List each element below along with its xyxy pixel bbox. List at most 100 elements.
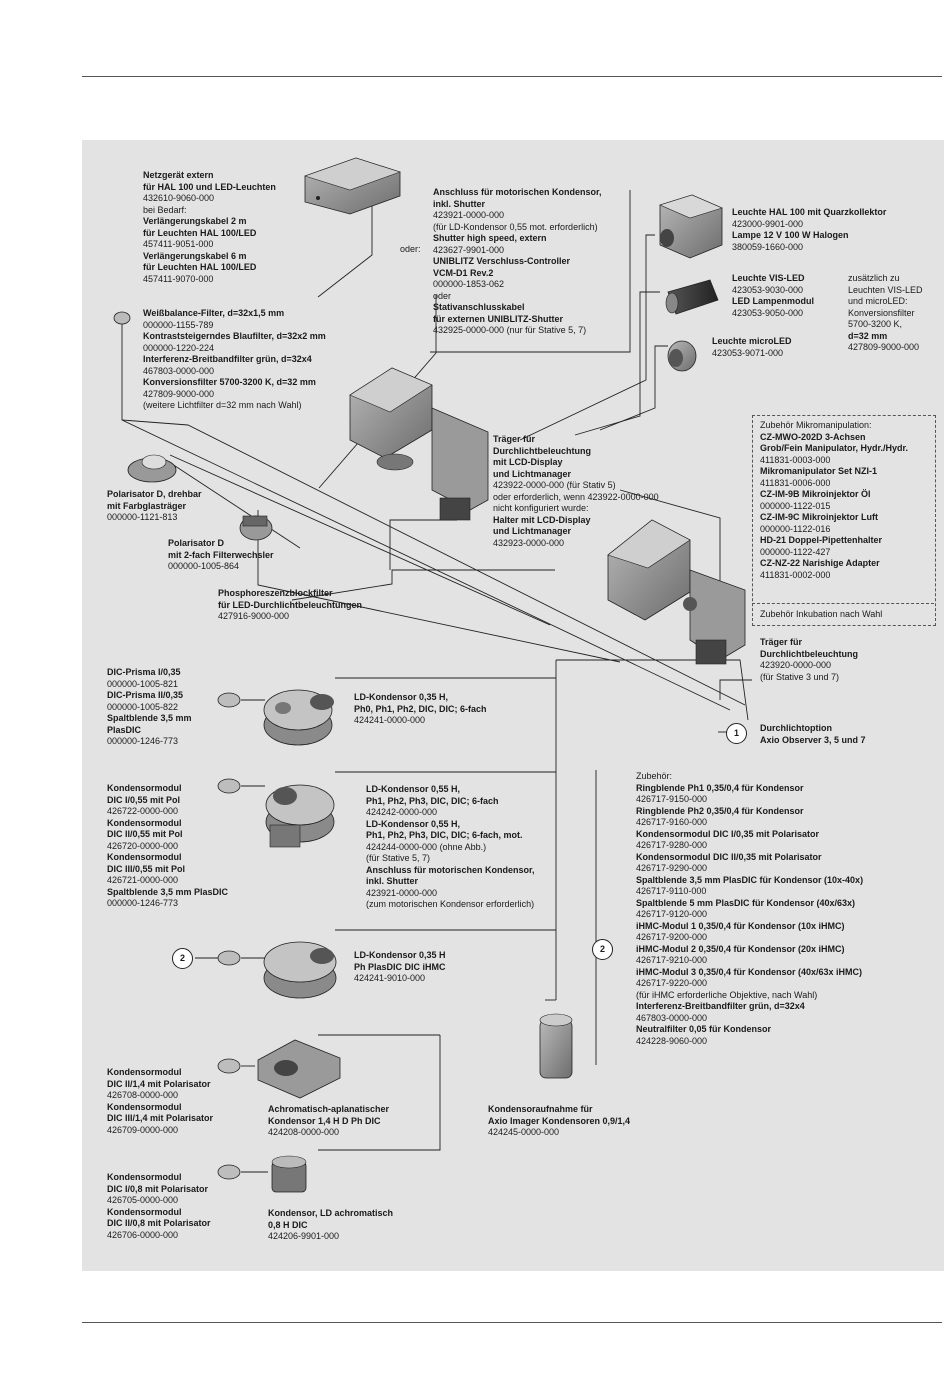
- text-line: Spaltblende 5 mm PlasDIC für Kondensor (…: [636, 897, 856, 908]
- text-line: für Leuchten HAL 100/LED: [143, 227, 257, 238]
- micromanipulation-list: Zubehör Mikromanipulation: CZ-MWO-202D 3…: [760, 420, 908, 581]
- text-line: Durchlichtoption: [760, 723, 832, 733]
- text-line: nicht konfiguriert wurde:: [493, 503, 589, 513]
- text-line: 426717-9290-000: [636, 863, 708, 873]
- text-line: 423921-0000-000: [433, 210, 505, 220]
- text-line: iHMC-Modul 2 0,35/0,4 für Kondensor (20x…: [636, 943, 845, 954]
- text-line: Mikromanipulator Set NZI-1: [760, 466, 878, 476]
- text-line: oder erforderlich, wenn 423922-0000-000: [493, 491, 659, 502]
- text-line: 000000-1246-773: [107, 736, 179, 746]
- text-line: 426706-0000-000: [107, 1229, 179, 1240]
- text-line: 423921-0000-000: [366, 887, 438, 898]
- text-line: mit 2-fach Filterwechsler: [168, 549, 274, 560]
- text-line: 424208-0000-000: [268, 1127, 340, 1137]
- text-line: 426722-0000-000: [107, 806, 179, 816]
- text-line: 000000-1853-062: [433, 279, 505, 289]
- text-line: 000000-1155-789: [143, 319, 214, 330]
- text-line: Kondensormodul: [107, 852, 182, 862]
- text-line: CZ-MWO-202D 3-Achsen: [760, 431, 866, 442]
- text-line: d=32 mm: [848, 330, 888, 341]
- text-line: 424244-0000-000 (ohne Abb.): [366, 841, 487, 852]
- text-line: 423053-9071-000: [712, 347, 784, 358]
- text-line: Zubehör:: [636, 771, 673, 781]
- text-line: und Lichtmanager: [493, 468, 572, 479]
- text-line: 426717-9280-000: [636, 840, 708, 850]
- text-line: Kondensoraufnahme für: [488, 1104, 593, 1114]
- text-line: oder: [433, 290, 452, 301]
- text-line: 423922-0000-000 (für Stativ 5): [493, 480, 616, 490]
- text-line: CZ-NZ-22 Narishige Adapter: [760, 558, 880, 568]
- text-line: 424241-9010-000: [354, 973, 426, 983]
- footer-rule: [82, 1322, 942, 1323]
- micromanipulation-accessory-box: [752, 415, 936, 626]
- text-line: Kontraststeigerndes Blaufilter, d=32x2 m…: [143, 331, 326, 341]
- text-line: Kondensormodul: [107, 1206, 182, 1217]
- text-line: CZ-IM-9B Mikroinjektor Öl: [760, 489, 871, 499]
- text-line: 411831-0003-000: [760, 454, 831, 465]
- text-line: Träger für: [760, 637, 803, 647]
- text-line: Netzgerät extern: [143, 170, 214, 180]
- text-line: für Leuchten HAL 100/LED: [143, 262, 257, 272]
- text-line: Ringblende Ph2 0,35/0,4 für Kondensor: [636, 805, 804, 816]
- text-line: 000000-1122-427: [760, 546, 831, 557]
- text-line: 000000-1121-813: [107, 512, 178, 522]
- text-line: LD-Kondensor 0,55 H,: [366, 784, 461, 794]
- text-line: iHMC-Modul 3 0,35/0,4 für Kondensor (40x…: [636, 966, 863, 977]
- text-line: 432923-0000-000: [493, 537, 565, 548]
- text-line: Ph0, Ph1, Ph2, DIC, DIC; 6-fach: [354, 703, 487, 714]
- text-line: DIC II/0,55 mit Pol: [107, 829, 183, 839]
- text-line: LD-Kondensor 0,35 H: [354, 950, 446, 960]
- text-line: 424242-0000-000: [366, 807, 438, 817]
- text-line: 000000-1220-224: [143, 342, 215, 353]
- text-line: Kondensor 1,4 H D Ph DIC: [268, 1115, 381, 1126]
- text-line: Halter mit LCD-Display: [493, 514, 591, 525]
- text-line: und microLED:: [848, 296, 908, 306]
- text-line: mit LCD-Display: [493, 457, 563, 467]
- text-line: Axio Observer 3, 5 und 7: [760, 734, 866, 745]
- or-label: oder:: [400, 244, 421, 254]
- text-line: 000000-1005-864: [168, 561, 240, 571]
- text-line: 426717-9110-000: [636, 886, 707, 896]
- text-line: 424206-9901-000: [268, 1231, 340, 1241]
- text-line: DIC II/1,4 mit Polarisator: [107, 1078, 211, 1089]
- text-line: 426717-9160-000: [636, 817, 708, 827]
- text-line: Polarisator D: [168, 538, 225, 548]
- text-line: 380059-1660-000: [732, 241, 804, 252]
- text-line: Anschluss für motorischen Kondensor,: [433, 187, 602, 197]
- text-line: Spaltblende 3,5 mm PlasDIC für Kondensor…: [636, 874, 864, 885]
- text-line: (zum motorischen Kondensor erforderlich): [366, 899, 535, 909]
- text-line: 426717-9220-000: [636, 978, 708, 988]
- callout-1: 1: [726, 723, 747, 744]
- text-line: inkl. Shutter: [433, 198, 486, 209]
- text-line: Träger für: [493, 434, 536, 444]
- text-line: Interferenz-Breitbandfilter grün, d=32x4: [636, 1001, 805, 1011]
- text-line: 000000-1005-821: [107, 678, 179, 689]
- text-line: 000000-1122-015: [760, 500, 831, 511]
- text-line: 424228-9060-000: [636, 1035, 708, 1046]
- text-line: Kondensormodul: [107, 783, 182, 793]
- text-line: 424241-0000-000: [354, 715, 426, 725]
- accessory-box-divider: [752, 603, 934, 604]
- text-line: Polarisator D, drehbar: [107, 489, 202, 499]
- text-line: Leuchte microLED: [712, 336, 792, 346]
- text-line: 426720-0000-000: [107, 840, 179, 851]
- text-line: Ph1, Ph2, Ph3, DIC, DIC; 6-fach: [366, 795, 499, 806]
- text-line: LD-Kondensor 0,55 H,: [366, 818, 461, 829]
- text-line: Verlängerungskabel 2 m: [143, 216, 247, 226]
- text-line: für externen UNIBLITZ-Shutter: [433, 313, 564, 324]
- text-line: 0,8 H DIC: [268, 1219, 308, 1230]
- text-line: 426717-9210-000: [636, 955, 708, 965]
- text-line: 426721-0000-000: [107, 875, 179, 885]
- text-line: Kondensormodul: [107, 817, 182, 828]
- text-line: für HAL 100 und LED-Leuchten: [143, 181, 276, 192]
- text-line: 411831-0002-000: [760, 569, 831, 580]
